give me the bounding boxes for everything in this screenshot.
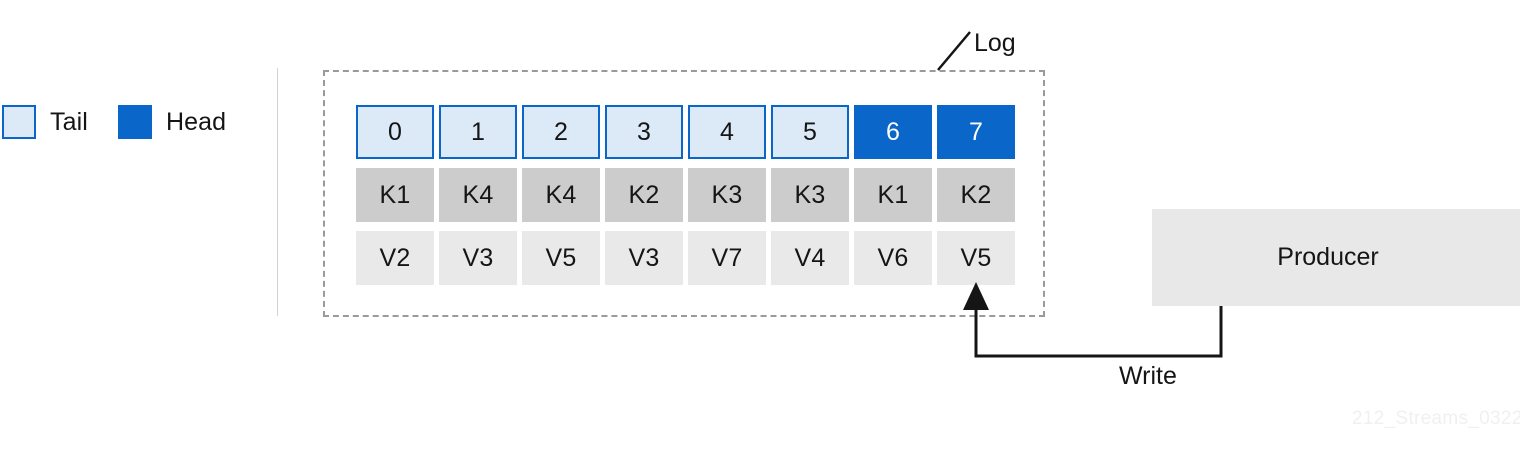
value-cell: V6 xyxy=(854,231,932,285)
log-label: Log xyxy=(974,29,1016,57)
value-cell: V3 xyxy=(439,231,517,285)
key-cell: K2 xyxy=(937,168,1015,222)
value-cell: V5 xyxy=(937,231,1015,285)
legend-item-tail: Tail xyxy=(2,100,88,144)
offset-cell[interactable]: 2 xyxy=(522,105,600,159)
value-cell: V7 xyxy=(688,231,766,285)
offset-cell[interactable]: 6 xyxy=(854,105,932,159)
offset-cell[interactable]: 3 xyxy=(605,105,683,159)
key-cell: K2 xyxy=(605,168,683,222)
producer-label: Producer xyxy=(1277,243,1379,271)
watermark-text: 212_Streams_0322 xyxy=(1352,408,1520,429)
offset-cell[interactable]: 1 xyxy=(439,105,517,159)
key-cell: K3 xyxy=(771,168,849,222)
key-cell: K4 xyxy=(522,168,600,222)
key-cell: K1 xyxy=(356,168,434,222)
head-color-swatch xyxy=(118,105,152,139)
legend-label-head: Head xyxy=(166,107,227,136)
write-label: Write xyxy=(1119,362,1177,390)
value-cell: V4 xyxy=(771,231,849,285)
vertical-divider xyxy=(277,68,278,316)
producer-box[interactable]: Producer xyxy=(1152,209,1520,306)
value-cell: V5 xyxy=(522,231,600,285)
offset-cell[interactable]: 0 xyxy=(356,105,434,159)
value-cell: V2 xyxy=(356,231,434,285)
key-cell: K4 xyxy=(439,168,517,222)
offset-cell[interactable]: 7 xyxy=(937,105,1015,159)
key-cell: K3 xyxy=(688,168,766,222)
offset-cell[interactable]: 4 xyxy=(688,105,766,159)
legend-item-head: Head xyxy=(118,100,226,144)
value-cell: V3 xyxy=(605,231,683,285)
offset-cell[interactable]: 5 xyxy=(771,105,849,159)
tail-color-swatch xyxy=(2,105,36,139)
key-cell: K1 xyxy=(854,168,932,222)
log-boundary-box xyxy=(323,70,1045,317)
legend-label-tail: Tail xyxy=(50,107,88,136)
